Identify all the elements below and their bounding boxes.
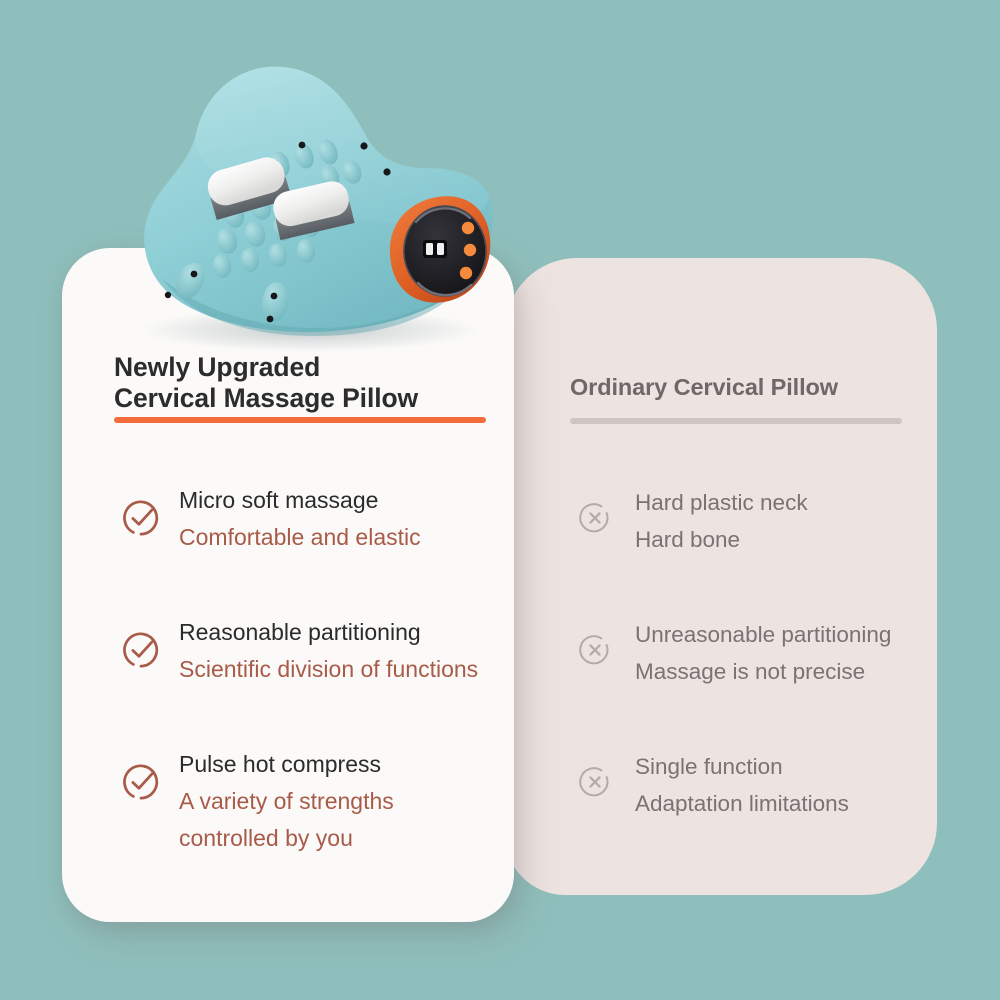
panel-button-3[interactable] — [459, 266, 473, 280]
x-circle-icon — [579, 503, 609, 533]
feature-title: Micro soft massage — [179, 487, 379, 513]
feature-subtitle: Adaptation limitations — [635, 791, 849, 816]
list-item-text: Unreasonable partitioning Massage is not… — [631, 616, 891, 690]
upgraded-feature-list: Micro soft massage Comfortable and elast… — [122, 482, 522, 857]
list-item: Unreasonable partitioning Massage is not… — [576, 616, 946, 690]
list-item-text: Micro soft massage Comfortable and elast… — [179, 482, 421, 556]
control-panel[interactable] — [389, 196, 491, 303]
upgraded-title-line2: Cervical Massage Pillow — [114, 383, 419, 413]
ordinary-pillow-card — [505, 258, 937, 895]
ordinary-title-underline — [570, 418, 902, 424]
feature-title: Hard plastic neck — [635, 490, 808, 515]
upgraded-title: Newly Upgraded Cervical Massage Pillow — [114, 352, 494, 414]
upgraded-pillow-card — [62, 248, 514, 922]
x-circle-icon — [579, 635, 609, 665]
x-circle-icon — [579, 767, 609, 797]
heating-plates — [207, 157, 355, 241]
feature-title: Unreasonable partitioning — [635, 622, 892, 647]
product-image — [140, 66, 494, 352]
upgraded-title-line1: Newly Upgraded — [114, 352, 321, 382]
panel-display — [423, 240, 447, 258]
feature-subtitle: A variety of strengths — [179, 788, 394, 814]
panel-button-2[interactable] — [463, 243, 477, 257]
check-circle-icon — [123, 500, 159, 536]
feature-title: Reasonable partitioning — [179, 619, 421, 645]
list-item-text: Hard plastic neck Hard bone — [631, 484, 808, 558]
check-circle-icon — [123, 764, 159, 800]
list-item-text: Pulse hot compress A variety of strength… — [179, 746, 394, 857]
feature-subtitle: Comfortable and elastic — [179, 524, 421, 550]
panel-button-1[interactable] — [461, 221, 475, 235]
list-item: Pulse hot compress A variety of strength… — [122, 746, 522, 857]
ordinary-feature-list: Hard plastic neck Hard bone Unreasonable… — [576, 484, 946, 822]
feature-title: Single function — [635, 754, 783, 779]
feature-subtitle: Hard bone — [635, 527, 741, 552]
list-item: Single function Adaptation limitations — [576, 748, 946, 822]
feature-subtitle: Massage is not precise — [635, 659, 866, 684]
check-circle-icon — [123, 632, 159, 668]
list-item-text: Reasonable partitioning Scientific divis… — [179, 614, 478, 688]
list-item: Reasonable partitioning Scientific divis… — [122, 614, 522, 688]
feature-subtitle-cont: controlled by you — [179, 825, 353, 851]
list-item: Micro soft massage Comfortable and elast… — [122, 482, 522, 556]
list-item: Hard plastic neck Hard bone — [576, 484, 946, 558]
upgraded-title-underline — [114, 417, 486, 423]
feature-title: Pulse hot compress — [179, 751, 381, 777]
list-item-text: Single function Adaptation limitations — [631, 748, 849, 822]
ordinary-title: Ordinary Cervical Pillow — [570, 374, 838, 400]
feature-subtitle: Scientific division of functions — [179, 656, 479, 682]
